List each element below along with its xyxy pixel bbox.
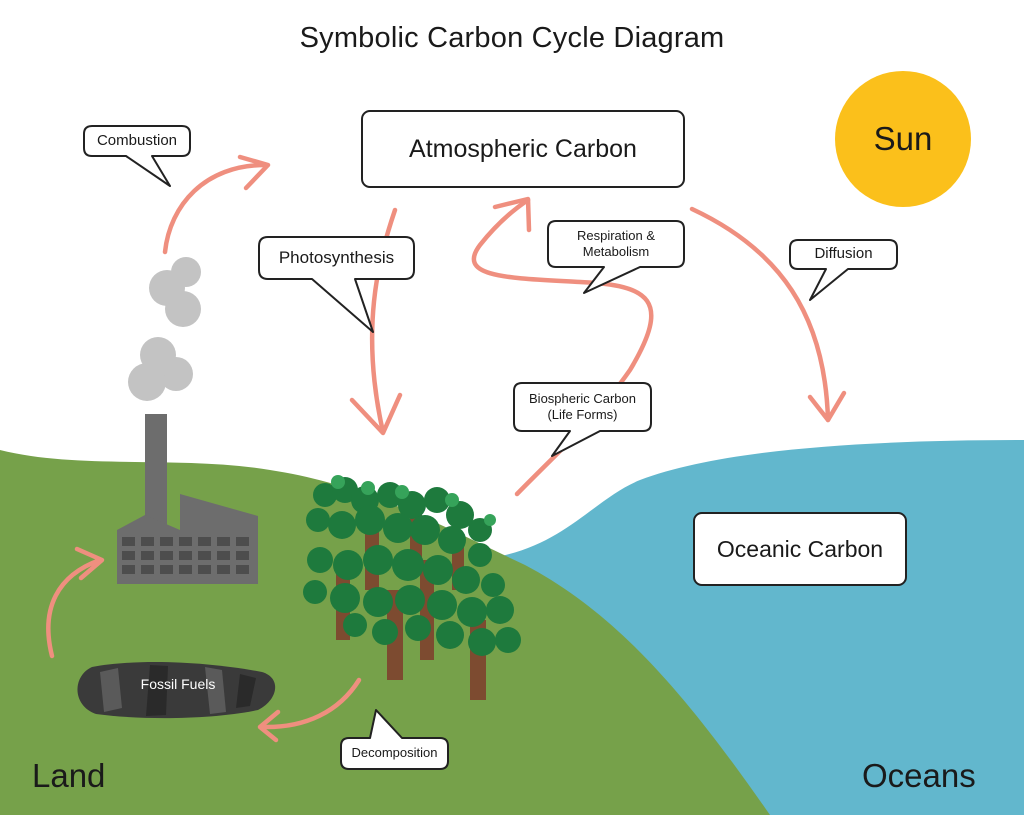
photosynthesis-bubble [258,236,415,333]
combustion-arrowhead [237,154,271,191]
decomposition-label: Decomposition [351,745,438,761]
factory [117,414,258,584]
trees [303,475,521,700]
fossil-to-factory-arrowhead [74,546,105,581]
land-label: Land [32,757,106,794]
diffusion-bubble [789,239,898,301]
photosynthesis-label: Photosynthesis [278,248,395,268]
sun-icon: Sun [835,71,971,207]
respiration-arrowhead [492,196,532,233]
photosynthesis-arrow [369,207,398,435]
biospheric-carbon-label: Biospheric Carbon (Life Forms) [529,390,636,422]
smoke [128,257,201,401]
decomposition-bubble [340,709,449,770]
diffusion-label: Diffusion [814,245,873,263]
combustion-label: Combustion [96,131,178,149]
flow-arrows [46,154,847,743]
respiration-bubble [547,220,685,294]
diffusion-arrow [689,206,831,423]
diagram-title: Symbolic Carbon Cycle Diagram [299,22,725,54]
biospheric-bubble [513,382,652,457]
callout-bubbles [83,125,898,770]
combustion-bubble [83,125,191,187]
respiration-label: Respiration & Metabolism [576,227,656,259]
oceans-label: Oceans [862,757,976,794]
decomposition-arrow [260,677,362,730]
combustion-arrow [162,162,268,255]
atmospheric-carbon-box: Atmospheric Carbon [361,110,685,188]
fossil-fuels-deposit [77,661,276,719]
fossil-fuels-label: Fossil Fuels [140,676,216,692]
decomposition-arrowhead [257,709,281,743]
oceanic-carbon-box: Oceanic Carbon [693,512,907,586]
photosynthesis-arrowhead [349,392,403,436]
fossil-to-factory-arrow [46,557,103,659]
diffusion-arrowhead [807,390,847,423]
factory-windows [122,537,249,574]
